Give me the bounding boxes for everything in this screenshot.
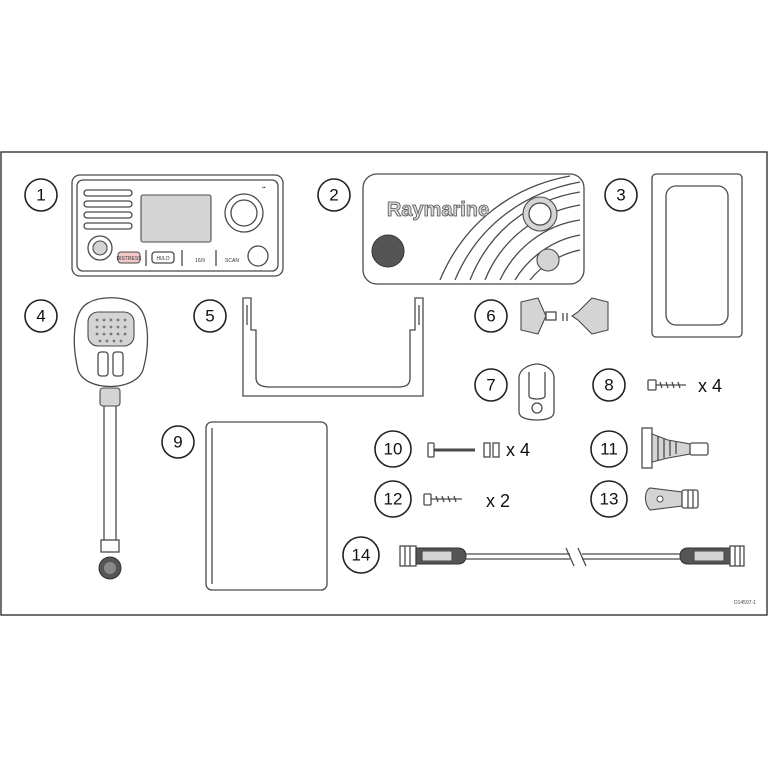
- connector-cap: [644, 487, 699, 511]
- extension-cable: [399, 545, 745, 567]
- hilo-button: [151, 251, 175, 264]
- svg-text:12: 12: [384, 490, 403, 509]
- bolts-and-washers: [427, 442, 500, 458]
- svg-text:11: 11: [600, 440, 618, 459]
- callout-2: 2: [317, 178, 351, 212]
- distress-button: [117, 251, 141, 264]
- svg-text:2: 2: [329, 186, 338, 205]
- bracket-knobs: [520, 297, 609, 335]
- callout-6: 6: [474, 299, 508, 333]
- item-8-quantity: x 4: [698, 376, 722, 396]
- svg-text:10: 10: [384, 440, 403, 459]
- radio-display: [140, 194, 212, 243]
- svg-text:8: 8: [604, 376, 613, 395]
- svg-text:7: 7: [486, 376, 495, 395]
- callout-9: 9: [161, 425, 195, 459]
- ch16-label: 16/9: [195, 258, 205, 264]
- vhf-radio-unit: ▪▪ DISTRESS HI/LO 16/9 SCAN: [71, 174, 284, 277]
- callout-5: 5: [193, 299, 227, 333]
- callout-14: 14: [342, 536, 380, 574]
- item-12-quantity: x 2: [486, 491, 510, 511]
- callout-4: 4: [24, 299, 58, 333]
- flush-mount-gasket: Raymarine: [362, 173, 585, 285]
- svg-text:1: 1: [36, 186, 45, 205]
- svg-text:9: 9: [173, 433, 182, 452]
- scan-label: SCAN: [225, 258, 239, 264]
- callout-3: 3: [604, 178, 638, 212]
- callout-7: 7: [474, 368, 508, 402]
- raymarine-logo: Raymarine: [387, 199, 489, 221]
- svg-text:3: 3: [616, 186, 625, 205]
- mounting-bracket: [242, 297, 424, 397]
- item-10-quantity: x 4: [506, 440, 530, 460]
- handset-clip: [518, 363, 555, 421]
- callout-11: 11: [590, 430, 628, 468]
- svg-text:4: 4: [36, 307, 45, 326]
- svg-text:5: 5: [205, 307, 214, 326]
- callout-10: 10: [374, 430, 412, 468]
- figure-code: D14597-1: [734, 600, 756, 606]
- callout-13: 13: [590, 480, 628, 518]
- svg-text:13: 13: [600, 490, 619, 509]
- speaker-grille: [83, 189, 133, 230]
- documentation-pack: [205, 421, 328, 591]
- distress-button-label: DISTRESS: [116, 256, 142, 262]
- callout-1: 1: [24, 178, 58, 212]
- small-screws: [423, 493, 462, 506]
- power-button: [247, 245, 269, 267]
- callout-8: 8: [592, 368, 626, 402]
- cable-gland: [641, 427, 709, 469]
- handset-microphone: [73, 297, 149, 580]
- cable-hole: [371, 234, 405, 268]
- callout-12: 12: [374, 480, 412, 518]
- hilo-button-label: HI/LO: [156, 256, 169, 262]
- fixing-screws: [647, 379, 686, 391]
- svg-text:14: 14: [352, 546, 371, 565]
- bezel-frame: [651, 173, 743, 338]
- svg-text:6: 6: [486, 307, 495, 326]
- svg-text:▪▪: ▪▪: [262, 185, 266, 191]
